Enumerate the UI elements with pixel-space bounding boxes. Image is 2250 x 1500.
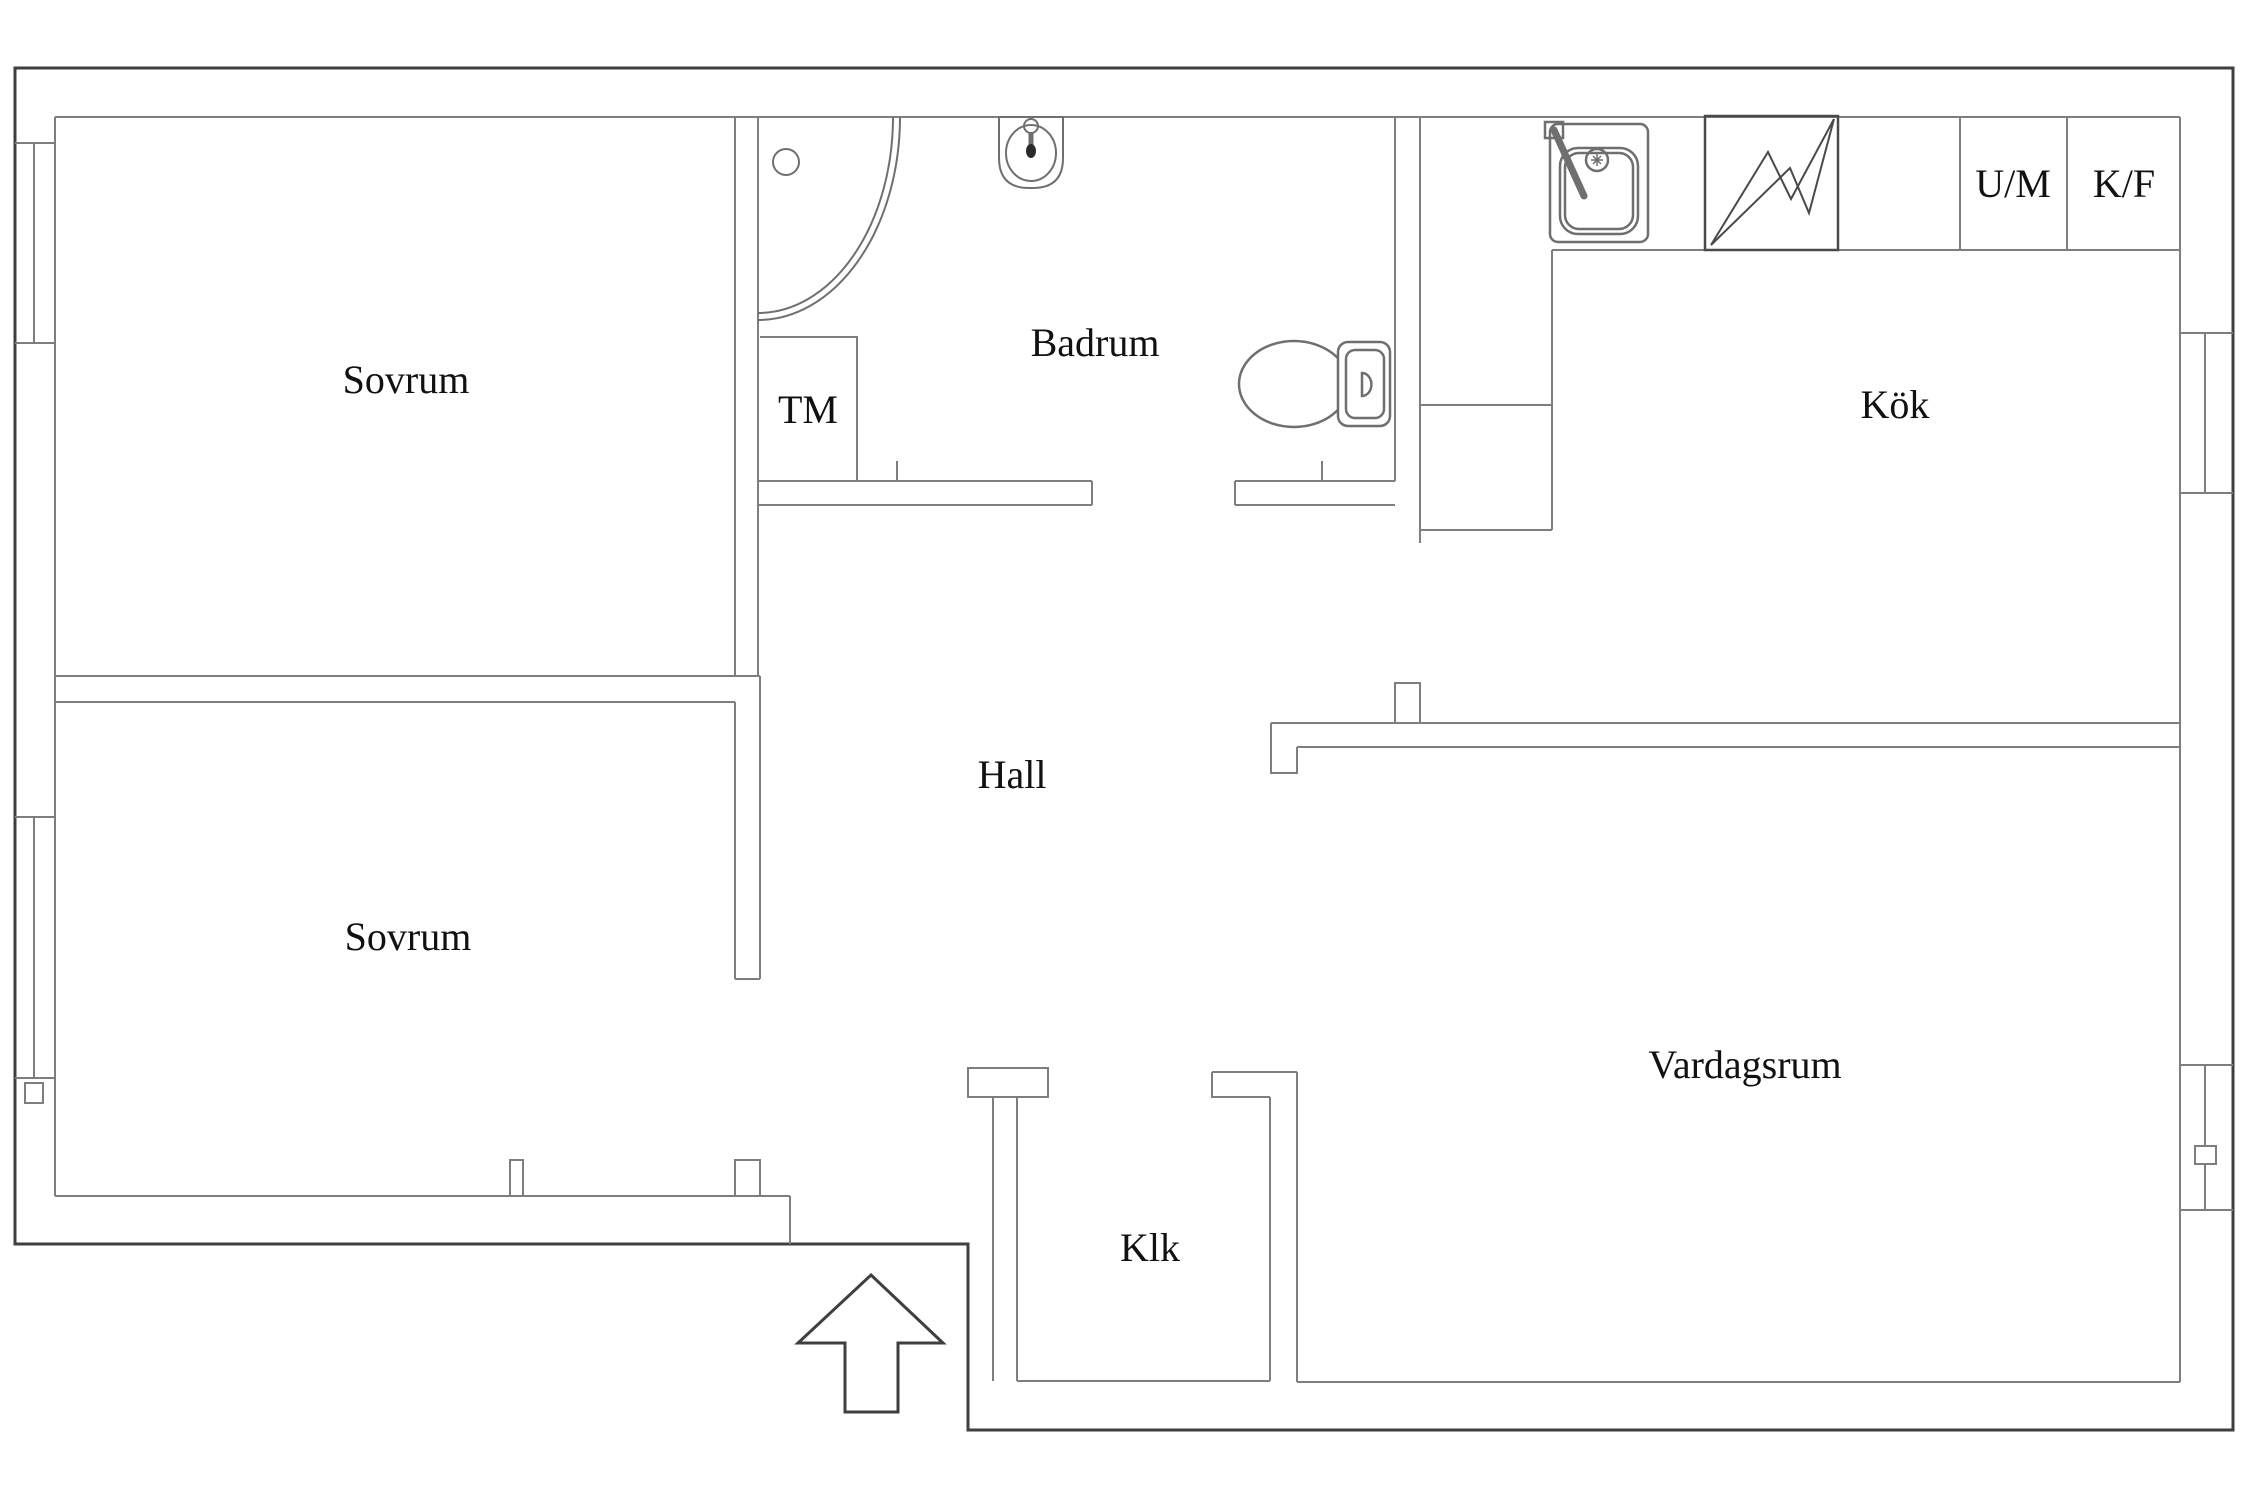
room-label-sovrum-1: Sovrum	[343, 357, 470, 402]
wall-tm-nook	[760, 336, 858, 481]
wall-bedroom1-east	[734, 117, 759, 676]
room-label-vardagsrum: Vardagsrum	[1648, 1042, 1841, 1087]
kitchen-sink-icon	[1543, 120, 1650, 244]
entrance-arrow-icon	[794, 1272, 947, 1414]
window-icon	[15, 142, 55, 344]
window-icon	[2180, 332, 2233, 494]
room-label-sovrum-2: Sovrum	[345, 914, 472, 959]
wall-kitchen-niche	[1420, 250, 1553, 531]
wall-stub-kitchen-door	[1394, 682, 1421, 723]
room-label-badrum: Badrum	[1031, 320, 1160, 365]
appliance-label-um: U/M	[1975, 161, 2051, 206]
appliance-label-kf: K/F	[2093, 161, 2155, 206]
room-label-klk: Klk	[1120, 1225, 1180, 1270]
wall-bathroom-east	[1394, 117, 1421, 543]
windows	[15, 142, 2233, 1211]
stove-icon	[1703, 114, 1840, 252]
interior-walls	[54, 116, 2181, 1383]
room-label-kok: Kök	[1861, 382, 1930, 427]
window-icon	[15, 816, 55, 1104]
wall-livingroom-north	[1270, 722, 2180, 774]
room-label-tm: TM	[778, 387, 838, 432]
outer-wall	[13, 66, 2235, 1432]
shower-icon	[757, 116, 901, 321]
wall-stub	[509, 1159, 524, 1196]
wall-bathroom-south	[758, 461, 1395, 506]
kitchen-counter	[1552, 117, 2180, 251]
wall-bottom-left-inner	[55, 1195, 791, 1244]
wall-bedroom-divider	[55, 675, 761, 980]
bathroom-sink-icon	[998, 116, 1064, 189]
wall-stub	[734, 1159, 761, 1196]
wall-closet-east	[1211, 1071, 1298, 1382]
room-label-hall: Hall	[978, 752, 1047, 797]
window-icon	[2180, 1064, 2233, 1211]
wall-closet-west	[967, 1067, 1049, 1381]
toilet-icon	[1237, 339, 1392, 429]
